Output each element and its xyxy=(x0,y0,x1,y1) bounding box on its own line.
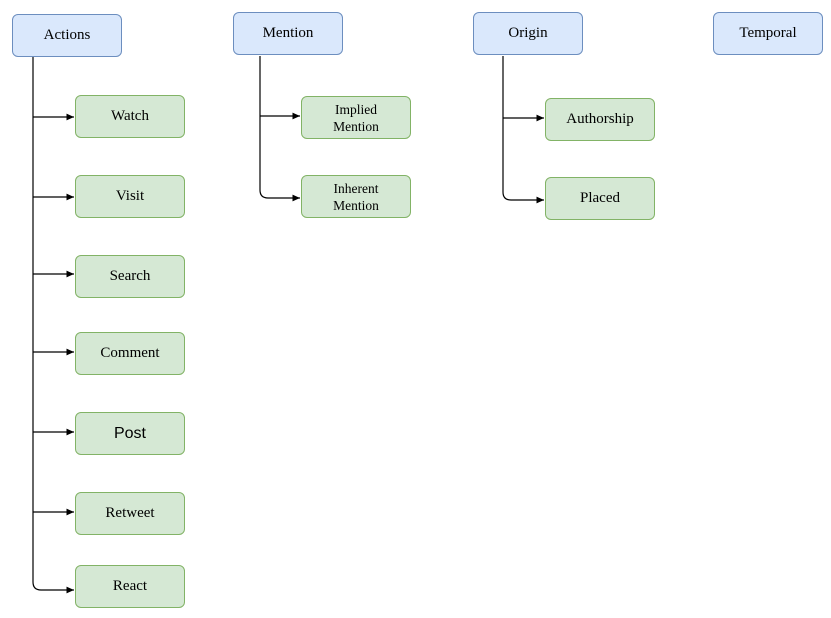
node-react: React xyxy=(75,565,185,608)
category-actions: Actions xyxy=(12,14,122,57)
node-visit: Visit xyxy=(75,175,185,218)
node-search: Search xyxy=(75,255,185,298)
connector-actions-trunk xyxy=(32,57,74,594)
node-implied-mention: Implied Mention xyxy=(301,96,411,139)
actions-connectors xyxy=(32,57,74,594)
category-temporal: Temporal xyxy=(713,12,823,55)
connector-mention-trunk xyxy=(259,56,300,202)
node-inherent-mention: Inherent Mention xyxy=(301,175,411,218)
node-placed: Placed xyxy=(545,177,655,220)
node-watch: Watch xyxy=(75,95,185,138)
mention-connectors xyxy=(259,56,300,202)
category-origin: Origin xyxy=(473,12,583,55)
node-retweet: Retweet xyxy=(75,492,185,535)
node-post: Post xyxy=(75,412,185,455)
connector-origin-trunk xyxy=(502,56,544,204)
origin-connectors xyxy=(502,56,544,204)
node-authorship: Authorship xyxy=(545,98,655,141)
category-mention: Mention xyxy=(233,12,343,55)
node-comment: Comment xyxy=(75,332,185,375)
